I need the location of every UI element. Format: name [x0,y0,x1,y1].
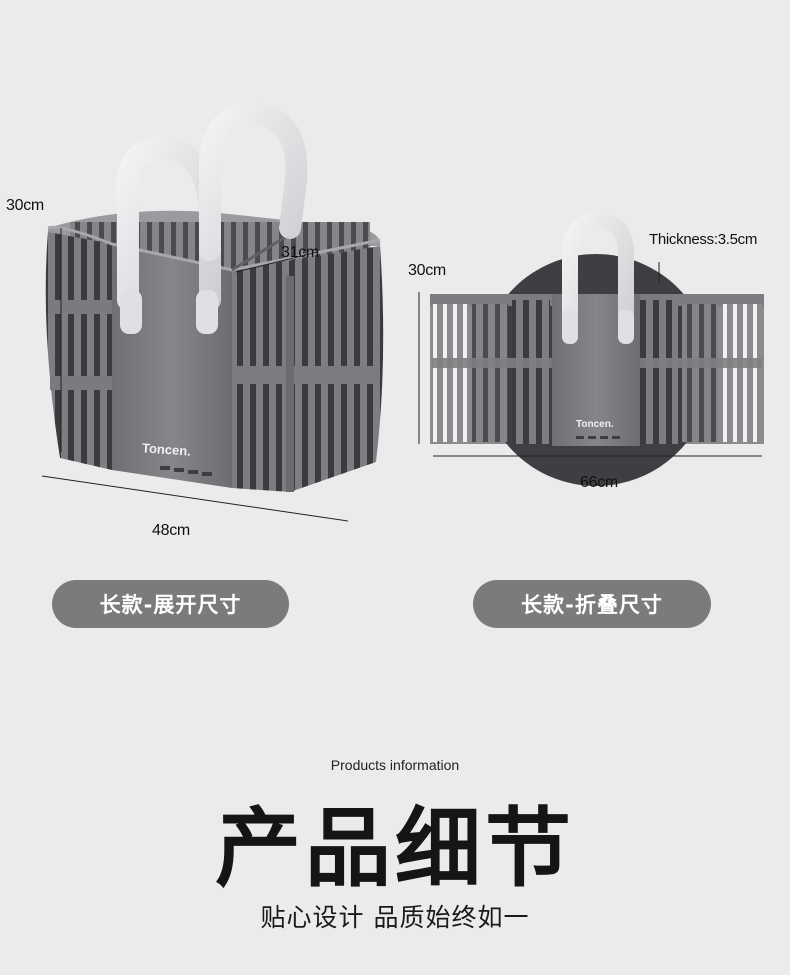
depth-dimension-line [235,251,319,273]
left-width-label: 48cm [152,522,190,539]
left-depth-label: 31cm [281,244,319,261]
right-width-label: 66cm [580,474,618,491]
thickness-label: Thickness:3.5cm [649,231,758,248]
section-title: 产品细节 [215,799,575,899]
left-height-label: 30cm [6,197,44,214]
brand-logo-right: Toncen. [576,419,614,430]
folded-size-caption-text: 长款-折叠尺寸 [521,593,663,617]
folded-basket-image [430,211,764,486]
unfolded-size-caption: 长款-展开尺寸 [52,580,289,628]
folded-size-caption: 长款-折叠尺寸 [473,580,711,628]
unfolded-size-caption-text: 长款-展开尺寸 [99,593,242,617]
width-dimension-line [41,475,349,522]
section-tagline: 贴心设计 品质始终如一 [260,903,530,932]
unfolded-basket-image [45,102,384,492]
right-height-label: 30cm [408,262,446,279]
section-subtitle-en: Products information [330,757,460,773]
